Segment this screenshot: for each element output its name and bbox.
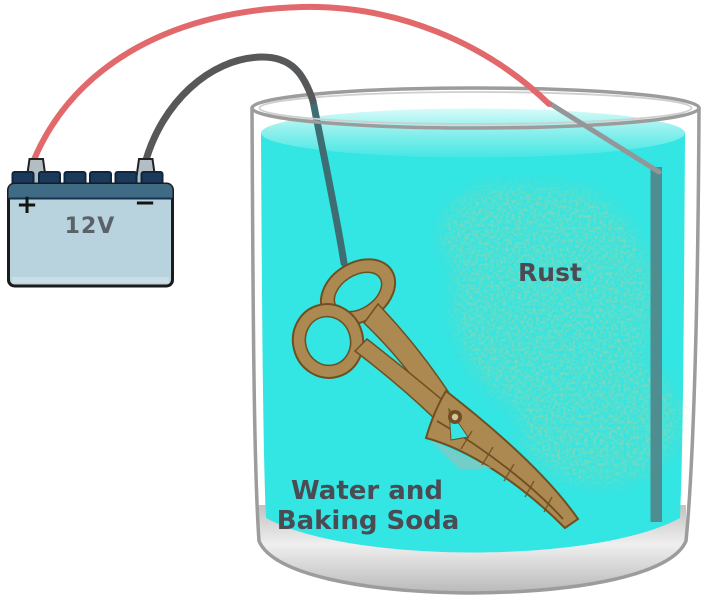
- rust-label: Rust: [518, 258, 582, 287]
- solution-label-line2: Baking Soda: [277, 506, 459, 536]
- scissors-hatching: [460, 430, 553, 513]
- battery-top-band: [8, 184, 173, 198]
- solution-label-line1: Water and: [291, 476, 443, 506]
- scissors-pivot-screw-center: [451, 413, 459, 421]
- electrode-rod: [546, 100, 662, 175]
- rust-cloud: [443, 187, 678, 482]
- battery-plus-sign: +: [16, 190, 38, 220]
- scissors: [291, 258, 580, 530]
- negative-wire: [142, 53, 317, 164]
- beaker-rim-outer: [250, 86, 701, 130]
- beaker-rim-inner: [258, 91, 693, 125]
- beaker-glass-wall: [250, 106, 701, 595]
- battery-body-highlight: [12, 277, 169, 283]
- battery-minus-sign: −: [134, 188, 156, 218]
- scissors-lower-handle: [291, 303, 365, 379]
- battery: + − 12V: [7, 158, 174, 288]
- battery-voltage-label: 12V: [65, 214, 116, 239]
- scissors-blade: [424, 389, 580, 530]
- positive-wire: [30, 3, 552, 165]
- scissors-blade-sheen: [430, 440, 492, 470]
- electrode-plate: [650, 167, 662, 522]
